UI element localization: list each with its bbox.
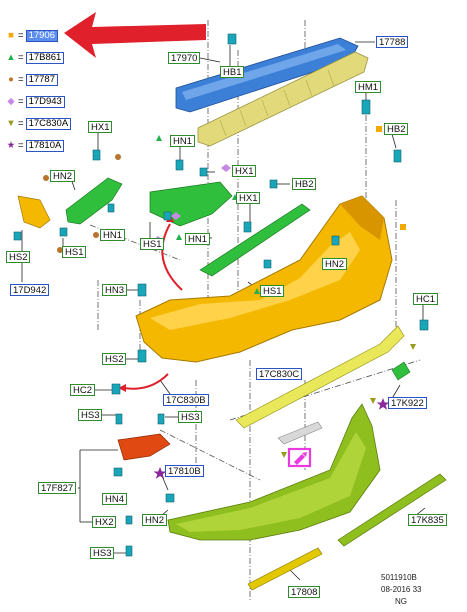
legend-eq: = (18, 96, 24, 107)
energy-absorber (197, 51, 369, 147)
callout-hn2-left[interactable]: HN2 (50, 170, 76, 182)
callout-hs2-left[interactable]: HS2 (6, 251, 31, 263)
callout-hn3[interactable]: HN3 (102, 284, 128, 296)
legend-eq: = (18, 140, 24, 151)
clip-icon (13, 33, 429, 557)
footer-drawing-number: 5011910B (381, 573, 417, 582)
legend-symbol: ◆ (7, 96, 15, 107)
callout-17k922[interactable]: 17K922 (388, 397, 427, 409)
footer-region: NG (395, 597, 407, 606)
legend-code[interactable]: 17906 (25, 30, 58, 42)
callout-hc2[interactable]: HC2 (70, 384, 96, 396)
callout-17f827[interactable]: 17F827 (38, 482, 77, 494)
callout-hm1[interactable]: HM1 (355, 81, 382, 93)
callout-17808[interactable]: 17808 (288, 586, 321, 598)
legend-eq: = (18, 52, 24, 63)
legend-symbol: ● (8, 74, 14, 85)
leader-lines (21, 41, 426, 581)
callout-hs1-left[interactable]: HS1 (62, 246, 87, 258)
legend-row-5: ★=17810A (6, 140, 65, 152)
callout-hb1[interactable]: HB1 (220, 66, 245, 78)
callout-hx1-mid[interactable]: HX1 (232, 165, 257, 177)
bracket-small-green (391, 361, 411, 381)
legend-symbol: ■ (8, 30, 14, 41)
reflector-strip (277, 421, 323, 445)
legend-row-3: ◆=17D943 (6, 96, 65, 108)
callout-hn2-low[interactable]: HN2 (142, 514, 168, 526)
callout-17d942[interactable]: 17D942 (10, 284, 50, 296)
bracket-center-green (149, 181, 233, 227)
side-bracket-left (17, 195, 51, 229)
side-strip-right (337, 473, 447, 547)
callout-17788[interactable]: 17788 (376, 36, 409, 48)
callout-hs3-mid[interactable]: HS3 (178, 411, 203, 423)
lower-trim-strip (235, 325, 405, 429)
bracket-left-green (65, 177, 123, 225)
highlight-box-icon (287, 447, 312, 468)
guide-strip-green (199, 203, 311, 277)
legend-code[interactable]: 17810A (25, 140, 65, 152)
callout-17c830c[interactable]: 17C830C (256, 368, 303, 380)
legend-code[interactable]: 17B861 (25, 52, 65, 64)
legend-code[interactable]: 17C830A (25, 118, 72, 130)
red-arrow-icon (64, 12, 206, 58)
callout-hx1-right[interactable]: HX1 (236, 192, 261, 204)
callout-hs3-low[interactable]: HS3 (90, 547, 115, 559)
callout-hb2-mid[interactable]: HB2 (292, 178, 317, 190)
callout-hn1-mid[interactable]: HN1 (185, 233, 211, 245)
callout-hx1-left[interactable]: HX1 (88, 121, 113, 133)
legend-eq: = (18, 118, 24, 129)
callout-17810b[interactable]: 17810B (165, 465, 204, 477)
callout-hs1-mid[interactable]: HS1 (140, 238, 165, 250)
legend-row-4: ▼=17C830A (6, 118, 72, 130)
legend-row-1: ▲=17B861 (6, 52, 65, 64)
lamp-housing (117, 433, 171, 461)
callout-17k835[interactable]: 17K835 (408, 514, 447, 526)
mounting-rail (247, 547, 323, 591)
callout-hn1-top[interactable]: HN1 (170, 135, 196, 147)
callout-hc1[interactable]: HC1 (413, 293, 439, 305)
legend-eq: = (18, 74, 24, 85)
callout-hn1-left[interactable]: HN1 (100, 229, 126, 241)
legend-symbol: ▼ (6, 118, 16, 129)
legend-row-2: ● =17787 (6, 74, 58, 86)
callout-hn4[interactable]: HN4 (102, 493, 128, 505)
legend-symbol: ★ (6, 140, 16, 151)
callout-hs3-left[interactable]: HS3 (78, 409, 103, 421)
legend-row-0: ■ =17906 (6, 30, 58, 42)
legend-code[interactable]: 17787 (25, 74, 58, 86)
callout-17c830b[interactable]: 17C830B (163, 394, 209, 406)
legend-eq: = (18, 30, 24, 41)
red-curve-arrow-lower (123, 373, 169, 390)
footer-date: 08-2016 33 (381, 585, 422, 594)
callout-hn2-right[interactable]: HN2 (322, 258, 348, 270)
red-curve-arrow-upper (161, 223, 183, 291)
callout-hx2[interactable]: HX2 (92, 516, 117, 528)
legend-code[interactable]: 17D943 (25, 96, 65, 108)
callout-hs2-mid[interactable]: HS2 (102, 353, 127, 365)
callout-17970[interactable]: 17970 (168, 52, 201, 64)
callout-hs1-low[interactable]: HS1 (260, 285, 285, 297)
callout-hb2-top[interactable]: HB2 (384, 123, 409, 135)
legend-symbol: ▲ (6, 52, 16, 63)
